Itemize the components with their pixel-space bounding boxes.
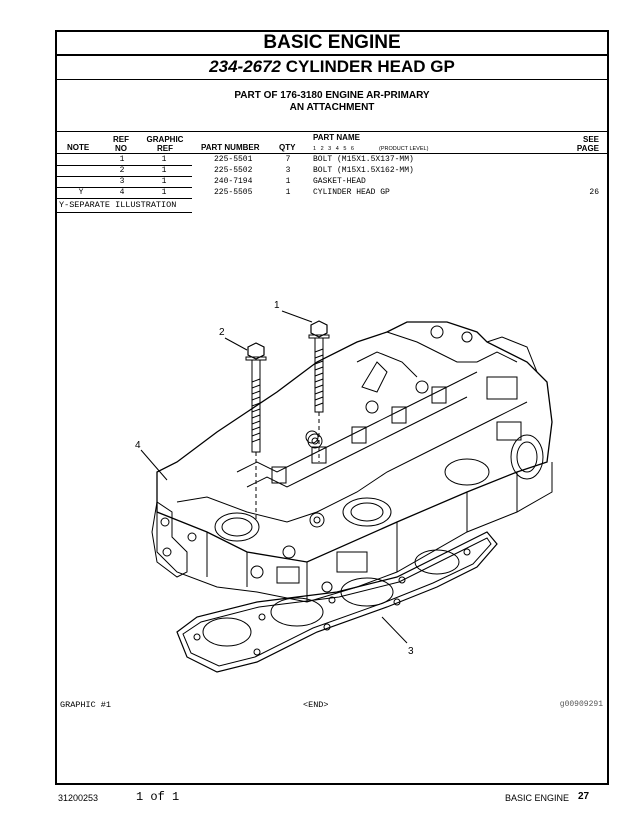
col-ref-bottom: NO	[115, 144, 127, 153]
callout-1: 1	[274, 300, 280, 311]
cell-ref: 3	[119, 177, 125, 186]
table-row: 3 1 240-7194 1 GASKET-HEAD	[57, 176, 607, 187]
callout-4: 4	[135, 440, 141, 451]
table-top-rule	[57, 131, 607, 132]
group-number: 234-2672	[209, 57, 282, 76]
cylinder-head-illustration: 1 2 3 4	[135, 300, 553, 673]
part-of-line1: PART OF 176-3180 ENGINE AR-PRIMARY	[234, 90, 430, 101]
col-part-number: PART NUMBER	[201, 143, 260, 152]
page-of: 1 of 1	[136, 790, 180, 804]
col-product-level: (PRODUCT LEVEL)	[379, 146, 429, 152]
cell-graphic: 1	[161, 155, 167, 164]
end-marker: <END>	[303, 700, 329, 710]
cell-name: GASKET-HEAD	[313, 177, 366, 186]
cell-graphic: 1	[161, 177, 167, 186]
cell-part-number: 225-5502	[214, 166, 253, 175]
cell-page: 26	[589, 188, 599, 197]
col-see-top: SEE	[582, 135, 599, 144]
cell-graphic: 1	[161, 188, 167, 197]
table-row: 2 1 225-5502 3 BOLT (M15X1.5X162-MM)	[57, 165, 607, 176]
row-rule	[57, 176, 192, 177]
footer-section: BASIC ENGINE	[505, 793, 570, 803]
bolt-1-graphic	[308, 320, 330, 462]
col-levels: 1 2 3 4 5 6	[313, 146, 354, 152]
bolt-2-graphic	[245, 342, 267, 522]
cell-part-number: 240-7194	[214, 177, 253, 186]
graphic-id: g00909291	[559, 700, 603, 709]
title-divider	[57, 79, 607, 80]
section-title: BASIC ENGINE	[57, 32, 607, 56]
table-row: Y 4 1 225-5505 1 CYLINDER HEAD GP 26	[57, 187, 607, 198]
callout-3: 3	[408, 646, 414, 657]
col-ref-top: REF	[113, 135, 129, 144]
cell-part-number: 225-5501	[214, 155, 253, 164]
row-rule	[57, 198, 192, 199]
table-row: 1 1 225-5501 7 BOLT (M15X1.5X137-MM)	[57, 154, 607, 165]
cell-ref: 1	[119, 155, 125, 164]
cell-qty: 3	[285, 166, 291, 175]
page-number: 27	[578, 791, 590, 802]
head-gasket-graphic	[176, 531, 498, 673]
row-rule	[57, 165, 192, 166]
col-graphic-bottom: REF	[157, 144, 173, 153]
cell-qty: 7	[285, 155, 291, 164]
page-frame: BASIC ENGINE 234-2672 CYLINDER HEAD GP P…	[55, 30, 609, 785]
col-see-bottom: PAGE	[576, 144, 599, 153]
cell-name: BOLT (M15X1.5X162-MM)	[313, 166, 414, 175]
part-of-line2: AN ATTACHMENT	[289, 102, 375, 113]
cell-ref: 2	[119, 166, 125, 175]
cell-name: CYLINDER HEAD GP	[313, 188, 390, 197]
callout-leaders	[140, 310, 408, 644]
part-of: PART OF 176-3180 ENGINE AR-PRIMARY AN AT…	[57, 90, 607, 114]
cell-name: BOLT (M15X1.5X137-MM)	[313, 155, 414, 164]
callout-2: 2	[219, 327, 225, 338]
col-part-name: PART NAME	[313, 133, 360, 142]
cell-part-number: 225-5505	[214, 188, 253, 197]
col-note: NOTE	[67, 143, 90, 152]
col-graphic-top: GRAPHIC	[146, 135, 184, 144]
cell-ref: 4	[119, 188, 125, 197]
cylinder-head-body	[151, 321, 553, 603]
graphic-label: GRAPHIC #1	[60, 700, 112, 710]
group-name: CYLINDER HEAD GP	[281, 57, 455, 76]
col-qty: QTY	[279, 143, 296, 152]
callout-labels: 1 2 3 4	[135, 300, 414, 657]
cell-graphic: 1	[161, 166, 167, 175]
note-legend: Y-SEPARATE ILLUSTRATION	[59, 200, 177, 210]
group-title: 234-2672 CYLINDER HEAD GP	[57, 56, 607, 78]
doc-number: 31200253	[58, 793, 99, 803]
cell-note: Y	[78, 188, 84, 197]
table-header-rule	[57, 153, 607, 154]
cell-qty: 1	[285, 188, 291, 197]
row-rule	[57, 187, 192, 188]
cell-qty: 1	[285, 177, 291, 186]
legend-underline	[57, 212, 192, 213]
